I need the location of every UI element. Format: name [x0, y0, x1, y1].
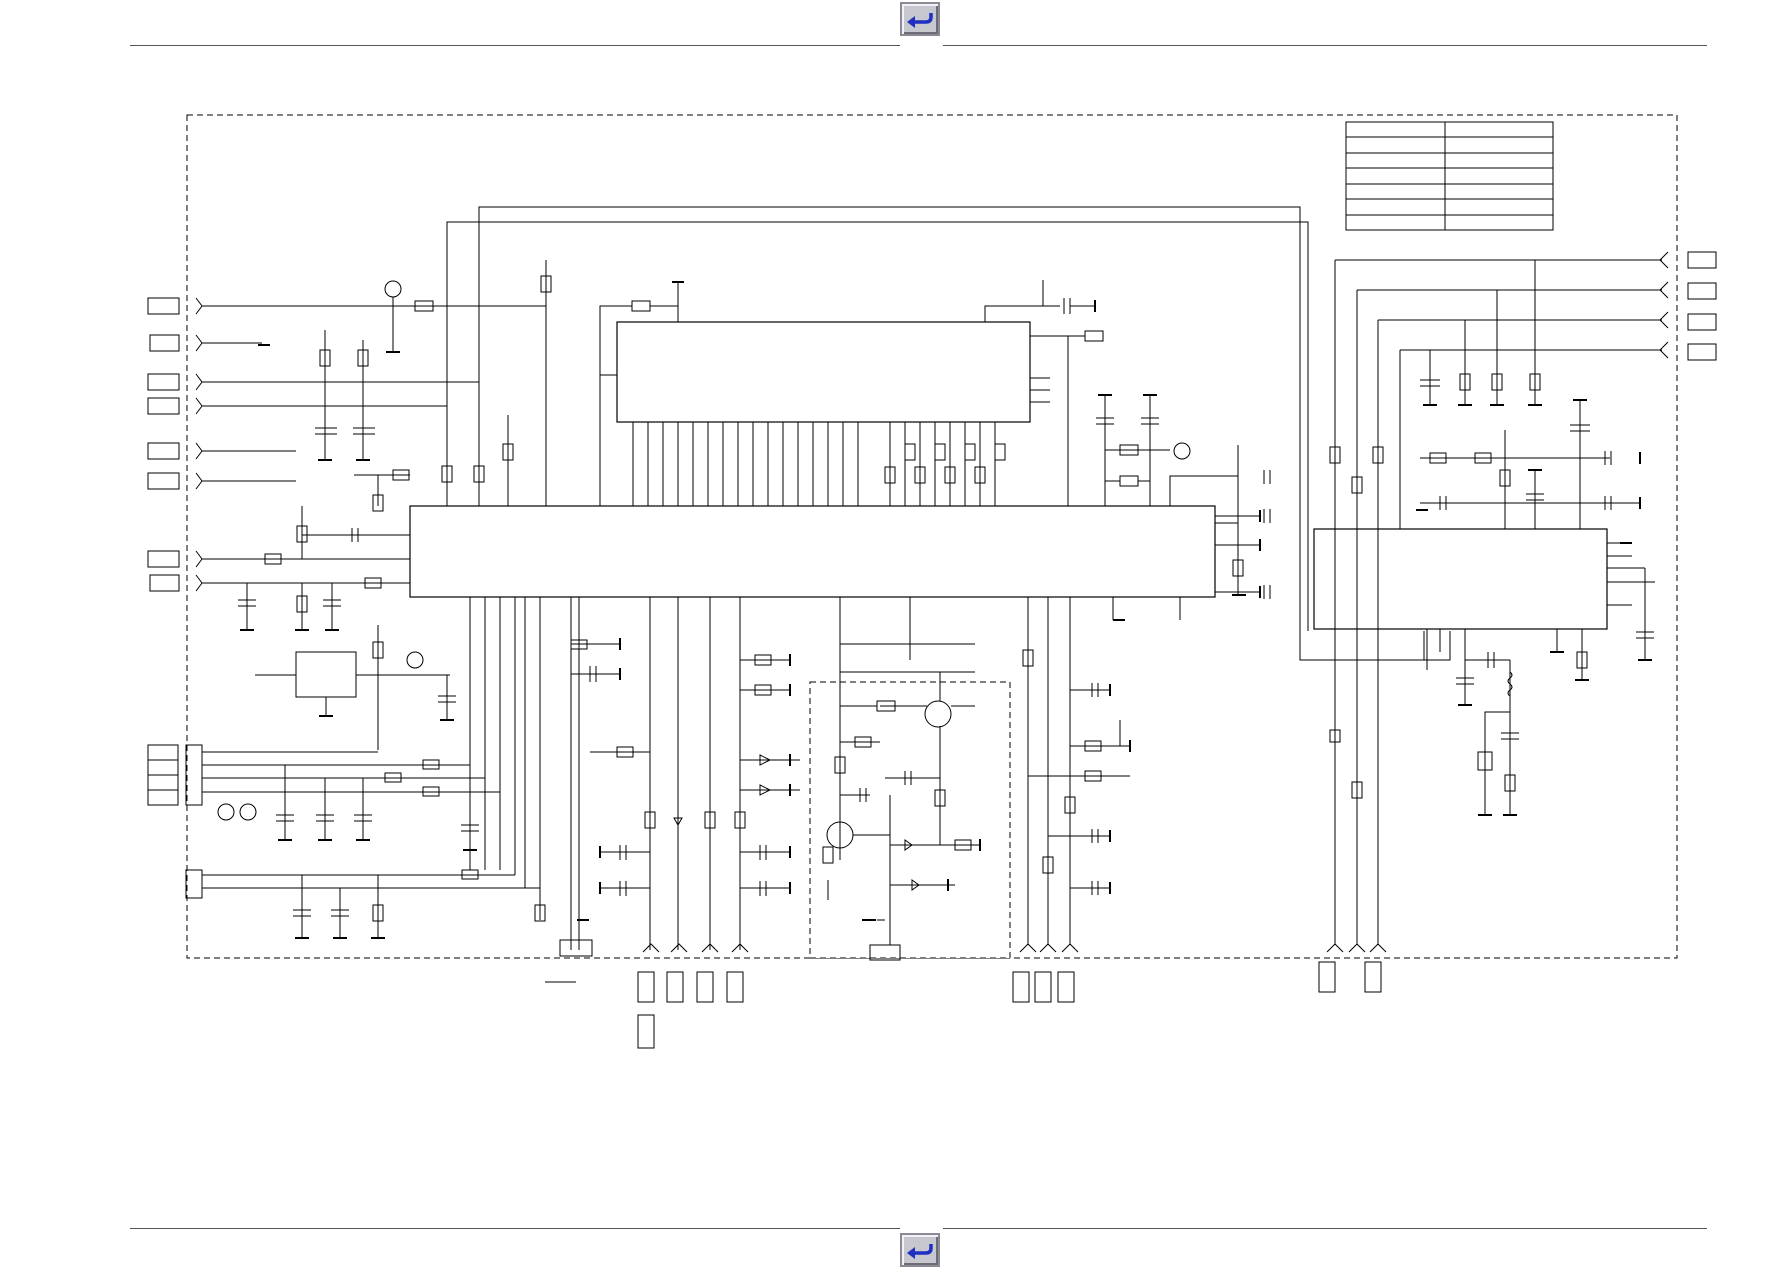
back-button-top[interactable]: [900, 2, 940, 36]
top-bus-lines: [446, 206, 1451, 661]
right-ic-network: [1329, 251, 1717, 945]
left-connectors: [147, 297, 203, 899]
header-rule-left: [130, 45, 900, 46]
ground-symbols: [240, 281, 1652, 939]
regulator-area: [255, 625, 456, 750]
main-ic: [409, 505, 1216, 598]
upper-ic-pins: [599, 280, 1104, 506]
return-arrow-icon: [907, 1244, 933, 1259]
footer-rule-right: [943, 1228, 1707, 1229]
subboard-outline-dashed: [809, 681, 1011, 959]
left-input-wires: [195, 297, 479, 592]
regulator-module: [295, 651, 357, 698]
mid-left-network: [238, 469, 410, 630]
header-rule-right: [943, 45, 1707, 46]
back-button-bottom[interactable]: [900, 1233, 940, 1267]
upper-ic: [616, 321, 1031, 423]
return-arrow-icon: [907, 13, 933, 28]
right-ic: [1313, 528, 1608, 630]
legend-table: [1345, 121, 1554, 231]
oscillator-network: [1096, 395, 1271, 599]
footer-rule-left: [130, 1228, 900, 1229]
subboard-circuit: [822, 672, 980, 961]
top-left-network: [315, 260, 552, 506]
left-bottom-network: [202, 597, 546, 938]
main-ic-bottom-pins: [570, 597, 975, 950]
bottom-output-connectors: [545, 939, 1387, 1049]
main-ic-right-network: [1022, 522, 1238, 945]
board-outline-dashed: [186, 114, 1678, 959]
